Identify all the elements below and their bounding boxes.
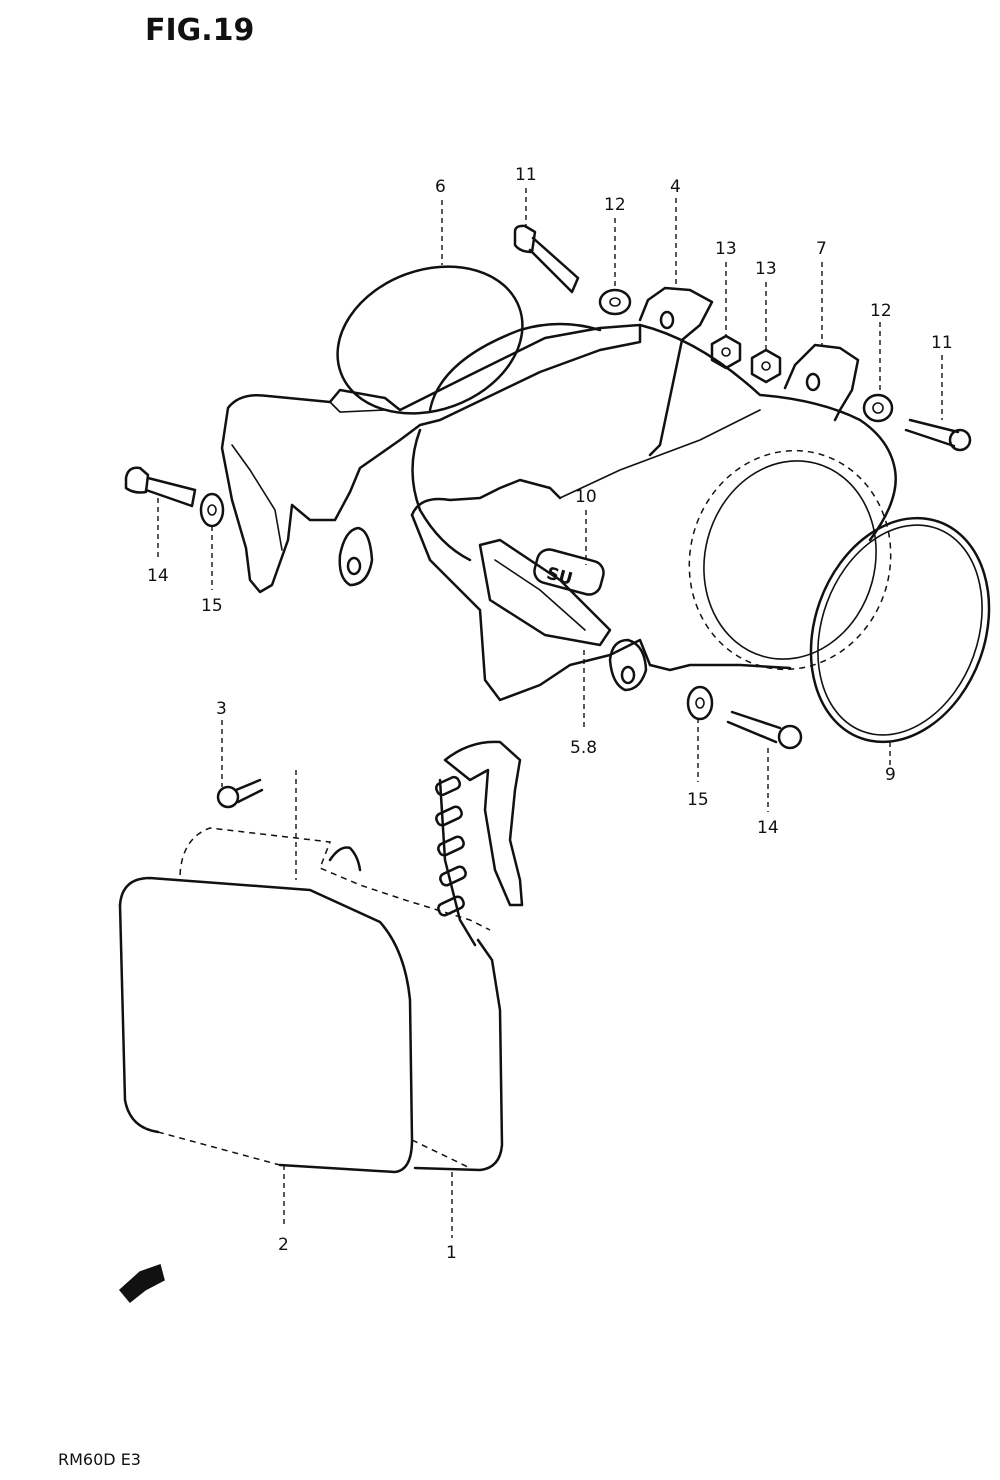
front-direction-arrow-icon: [118, 1264, 165, 1304]
model-label: RM60D E3: [58, 1450, 141, 1469]
washer-15-right: [686, 685, 714, 721]
washer-12-upper: [598, 288, 632, 316]
callout-12-right: 12: [870, 301, 892, 321]
fork-emblem-text: SU: [544, 564, 574, 590]
callout-13-right: 13: [755, 259, 777, 279]
callout-4: 4: [670, 177, 681, 197]
callout-3: 3: [216, 699, 227, 719]
callout-1: 1: [446, 1243, 457, 1263]
bolt-11-upper: [513, 224, 580, 294]
washer-15-left: [199, 492, 225, 528]
side-cover-plate: [118, 827, 504, 1174]
washer-12-right: [862, 393, 894, 423]
bolt-14-left: [124, 466, 197, 508]
callout-5-8: 5.8: [570, 738, 597, 758]
callout-14-left: 14: [147, 566, 169, 586]
screw-3: [216, 778, 264, 809]
callout-10: 10: [575, 487, 597, 507]
callout-7: 7: [816, 239, 827, 259]
nut-13-left: [710, 334, 742, 370]
callout-11-upper: 11: [515, 165, 537, 185]
callout-11-right: 11: [931, 333, 953, 353]
callout-13-left: 13: [715, 239, 737, 259]
seal-ring-6: [336, 265, 524, 415]
chain-guide-1: [434, 740, 524, 947]
callout-15-right: 15: [687, 790, 709, 810]
callout-9: 9: [885, 765, 896, 785]
callout-15-left: 15: [201, 596, 223, 616]
callout-14-right: 14: [757, 818, 779, 838]
leader-lines: [157, 188, 943, 1238]
nut-13-right: [750, 348, 782, 384]
bolt-11-right: [904, 418, 972, 452]
callout-2: 2: [278, 1235, 289, 1255]
bolt-14-right: [726, 710, 803, 750]
callout-12-upper: 12: [604, 195, 626, 215]
callout-6: 6: [435, 177, 446, 197]
swing-arm-fork: SU: [220, 286, 897, 702]
seal-ring-9: [809, 516, 991, 744]
callout-labels: 6 11 12 4 13 13 7 12 11 10 14 15 5.8 3 1…: [147, 165, 953, 1263]
figure-title: FIG.19: [145, 13, 254, 48]
